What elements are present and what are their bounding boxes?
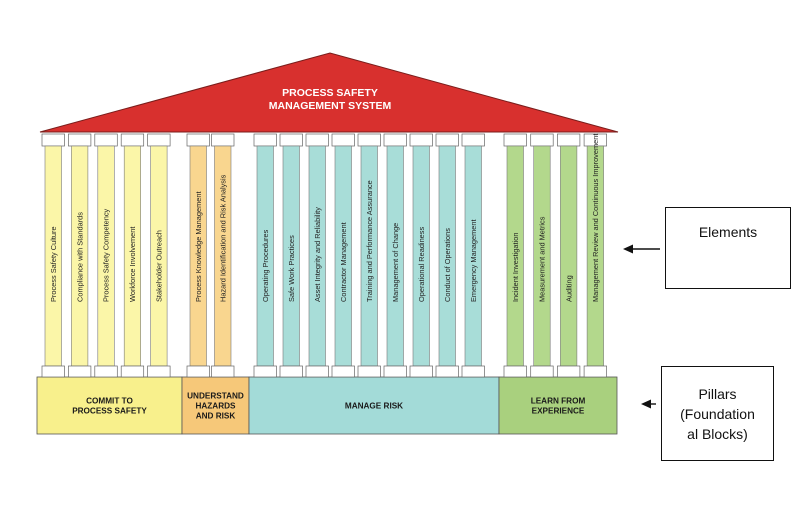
- pillar-label-4-line-2: EXPERIENCE: [532, 407, 585, 416]
- element-label: Stakeholder Outreach: [154, 230, 163, 302]
- element-label: Process Safety Culture: [49, 226, 58, 302]
- column-capital: [383, 133, 407, 147]
- pillar-label-4-line-1: LEARN FROM: [531, 397, 586, 406]
- element-label: Management of Change: [391, 223, 400, 302]
- column-foot: [305, 365, 329, 378]
- column-foot: [461, 365, 485, 378]
- column-capital: [357, 133, 381, 147]
- element-label: Conduct of Operations: [443, 228, 452, 302]
- column-foot: [147, 365, 171, 378]
- element-label: Incident Investigation: [511, 233, 520, 302]
- element-label: Compliance with Standards: [75, 212, 84, 302]
- column-capital: [41, 133, 65, 147]
- pillars-callout-label: Pillars (Foundation al Blocks): [680, 385, 755, 442]
- column-capital: [409, 133, 433, 147]
- element-label: Process Knowledge Management: [194, 191, 203, 302]
- element-label: Emergency Management: [469, 219, 478, 302]
- element-label: Workforce Involvement: [128, 227, 137, 302]
- column-foot: [557, 365, 581, 378]
- pillar-label-2-line-3: AND RISK: [196, 412, 236, 421]
- element-label: Auditing: [564, 275, 573, 302]
- element-label: Management Review and Continuous Improve…: [591, 134, 600, 302]
- column-capital: [530, 133, 554, 147]
- pillar-base-2: [181, 376, 250, 435]
- column-capital: [279, 133, 303, 147]
- pillar-label-1-line-1: COMMIT TO: [86, 397, 133, 406]
- column-capital: [120, 133, 145, 147]
- column-foot: [503, 365, 527, 378]
- elements-callout-label: Elements: [698, 224, 758, 240]
- column-capital: [253, 133, 277, 147]
- column-capital: [503, 133, 527, 147]
- column-foot: [120, 365, 145, 378]
- column-foot: [279, 365, 303, 378]
- column-foot: [41, 365, 65, 378]
- pillars-arrow-head: [641, 399, 651, 409]
- element-label: Asset Integrity and Reliability: [313, 207, 322, 302]
- roof-title-line-1: PROCESS SAFETY: [282, 87, 378, 99]
- element-label: Operating Procedures: [261, 229, 270, 302]
- pillar-base-1: [36, 376, 183, 435]
- element-column: [560, 145, 578, 367]
- column-foot: [331, 365, 355, 378]
- column-foot: [94, 365, 118, 378]
- column-foot: [211, 365, 235, 378]
- pillar-base-4: [498, 376, 618, 435]
- element-label: Training and Performance Assurance: [365, 180, 374, 302]
- column-foot: [253, 365, 277, 378]
- element-label: Measurement and Metrics: [538, 216, 547, 302]
- column-capital: [147, 133, 171, 147]
- column-foot: [357, 365, 381, 378]
- pillar-label-2-line-1: UNDERSTAND: [187, 392, 244, 401]
- pillar-label-3-line-1: MANAGE RISK: [345, 402, 403, 411]
- element-label: Safe Work Practices: [287, 235, 296, 302]
- column-foot: [435, 365, 459, 378]
- pillars-callout-box: Pillars (Foundation al Blocks): [661, 366, 774, 461]
- column-foot: [68, 365, 92, 378]
- column-foot: [530, 365, 554, 378]
- pillar-label-1-line-2: PROCESS SAFETY: [72, 407, 147, 416]
- roof-title-line-2: MANAGEMENT SYSTEM: [269, 100, 392, 112]
- column-foot: [186, 365, 210, 378]
- element-label: Process Safety Competency: [102, 208, 111, 302]
- column-capital: [186, 133, 210, 147]
- element-label: Hazard Identification and Risk Analysis: [218, 174, 227, 302]
- column-foot: [409, 365, 433, 378]
- column-capital: [68, 133, 92, 147]
- column-capital: [94, 133, 118, 147]
- pillar-label-2-line-2: HAZARDS: [195, 402, 236, 411]
- element-label: Operational Readiness: [417, 227, 426, 302]
- pillar-base-3: [248, 376, 500, 435]
- column-capital: [557, 133, 581, 147]
- elements-arrow-head: [623, 244, 633, 254]
- column-capital: [331, 133, 355, 147]
- element-label: Contractor Management: [339, 222, 348, 302]
- column-capital: [461, 133, 485, 147]
- column-foot: [383, 365, 407, 378]
- column-foot: [583, 365, 607, 378]
- column-capital: [435, 133, 459, 147]
- column-capital: [305, 133, 329, 147]
- roof: [39, 52, 619, 133]
- column-capital: [211, 133, 235, 147]
- elements-callout-box: Elements: [665, 207, 791, 289]
